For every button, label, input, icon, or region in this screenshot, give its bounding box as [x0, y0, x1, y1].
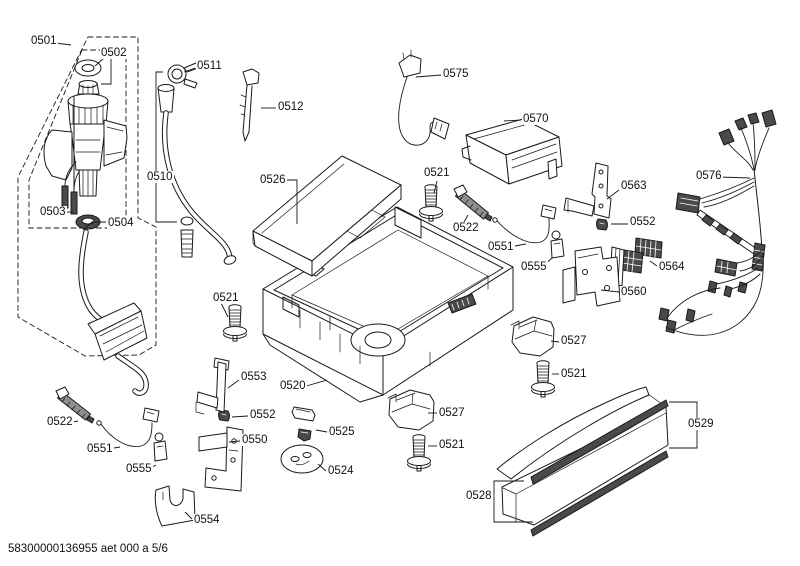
- part-control-module-drawing: [461, 118, 563, 185]
- part-label-0522: 0522: [46, 416, 74, 429]
- leader-line-0553: [227, 379, 240, 389]
- part-label-0551: 0551: [86, 443, 114, 456]
- leader-line-0563: [606, 189, 620, 200]
- part-sensor-cable-drawing: [96, 407, 160, 448]
- leader-line-0527: [550, 340, 560, 343]
- part-baseframe-drawing: [262, 206, 514, 403]
- part-bracket-drawing: [195, 357, 230, 415]
- part-label-0552: 0552: [249, 409, 277, 422]
- leader-line-0521: [220, 302, 229, 318]
- part-label-0529: 0529: [687, 418, 715, 431]
- part-label-0512: 0512: [277, 101, 305, 114]
- part-cover-drawing: [252, 155, 402, 277]
- leader-line-0521: [433, 180, 438, 194]
- leader-line-0525: [315, 429, 328, 433]
- part-sensor-cable-drawing: [492, 204, 557, 244]
- leader-line-0576: [718, 176, 751, 179]
- part-label-0525: 0525: [328, 426, 356, 439]
- part-label-0550: 0550: [241, 434, 269, 447]
- part-foot-drawing: [510, 316, 555, 357]
- part-supply-hose-drawing: [157, 84, 237, 265]
- part-label-0564: 0564: [658, 261, 686, 274]
- leader-line-0564: [649, 260, 658, 267]
- part-screw-drawing: [531, 360, 555, 398]
- part-label-0521: 0521: [560, 368, 588, 381]
- part-damper-drawing: [55, 386, 95, 424]
- part-label-0551: 0551: [487, 241, 515, 254]
- leader-line-0501: [54, 42, 72, 46]
- part-bracket-drawing: [198, 426, 244, 492]
- part-clip-drawing: [218, 409, 230, 422]
- part-screw-drawing: [419, 184, 443, 222]
- leader-line-0526: [283, 179, 298, 224]
- part-label-0521: 0521: [438, 439, 466, 452]
- part-hose-clamp-drawing: [167, 62, 199, 89]
- part-label-0504: 0504: [107, 217, 135, 230]
- part-wiring-harness-drawing: [658, 109, 777, 336]
- leader-line-0511: [183, 67, 196, 73]
- part-label-0510: 0510: [146, 171, 174, 184]
- part-label-0555: 0555: [520, 261, 548, 274]
- part-label-0521: 0521: [423, 167, 451, 180]
- part-foot-drawing: [387, 389, 435, 431]
- part-u-bracket-drawing: [154, 485, 196, 527]
- leader-line-0550: [228, 440, 241, 443]
- leader-line-0575: [415, 74, 442, 78]
- leader-line-0510: [155, 71, 177, 223]
- part-label-0555: 0555: [125, 463, 153, 476]
- part-label-0563: 0563: [620, 180, 648, 193]
- part-label-0521: 0521: [212, 292, 240, 305]
- leader-line-0502: [101, 59, 112, 85]
- part-label-0502: 0502: [100, 47, 128, 60]
- part-label-0526: 0526: [259, 174, 287, 187]
- part-label-0524: 0524: [327, 465, 355, 478]
- document-code: 58300000136955 aet 000 a 5/6: [8, 543, 168, 555]
- leader-line-0502: [94, 57, 105, 67]
- part-label-0527: 0527: [438, 407, 466, 420]
- leader-line-0520: [302, 379, 328, 388]
- part-label-0501: 0501: [30, 35, 58, 48]
- part-clip-drawing: [596, 218, 608, 231]
- leader-line-0522: [463, 214, 469, 223]
- part-screw-drawing: [223, 304, 247, 342]
- leader-line-0570: [503, 119, 522, 122]
- part-label-0570: 0570: [522, 113, 550, 126]
- part-bracket-drawing: [563, 162, 612, 219]
- part-label-0552: 0552: [629, 216, 657, 229]
- leader-line-0560: [600, 289, 620, 293]
- part-label-0522: 0522: [452, 222, 480, 235]
- leader-line-0524: [317, 463, 327, 472]
- part-fill-pipe-drawing: [239, 68, 260, 142]
- leader-line-0554: [184, 511, 193, 520]
- part-label-0554: 0554: [193, 514, 221, 527]
- part-plinth-panel-drawing: [496, 386, 669, 526]
- leader-line-0504: [82, 221, 106, 231]
- part-aquastop-valve-drawing: [43, 59, 149, 396]
- part-disc-drawing: [280, 444, 324, 474]
- part-screw-drawing: [407, 434, 431, 472]
- part-label-0528: 0528: [465, 490, 493, 503]
- part-latch-drawing: [550, 230, 565, 259]
- part-label-0560: 0560: [620, 286, 648, 299]
- part-power-cord-drawing: [398, 49, 450, 146]
- leader-line-0528: [493, 480, 533, 523]
- part-label-0520: 0520: [279, 380, 307, 393]
- part-label-0575: 0575: [442, 68, 470, 81]
- part-label-0553: 0553: [240, 371, 268, 384]
- part-label-0527: 0527: [560, 335, 588, 348]
- part-damper-drawing: [453, 184, 493, 222]
- leader-line-0552: [231, 415, 249, 418]
- part-trim-strip-drawing: [530, 399, 669, 537]
- part-switch-drawing: [291, 406, 316, 442]
- part-label-0503: 0503: [39, 206, 67, 219]
- part-label-0576: 0576: [695, 170, 723, 183]
- part-latch-drawing: [153, 432, 168, 462]
- part-label-0511: 0511: [196, 60, 223, 73]
